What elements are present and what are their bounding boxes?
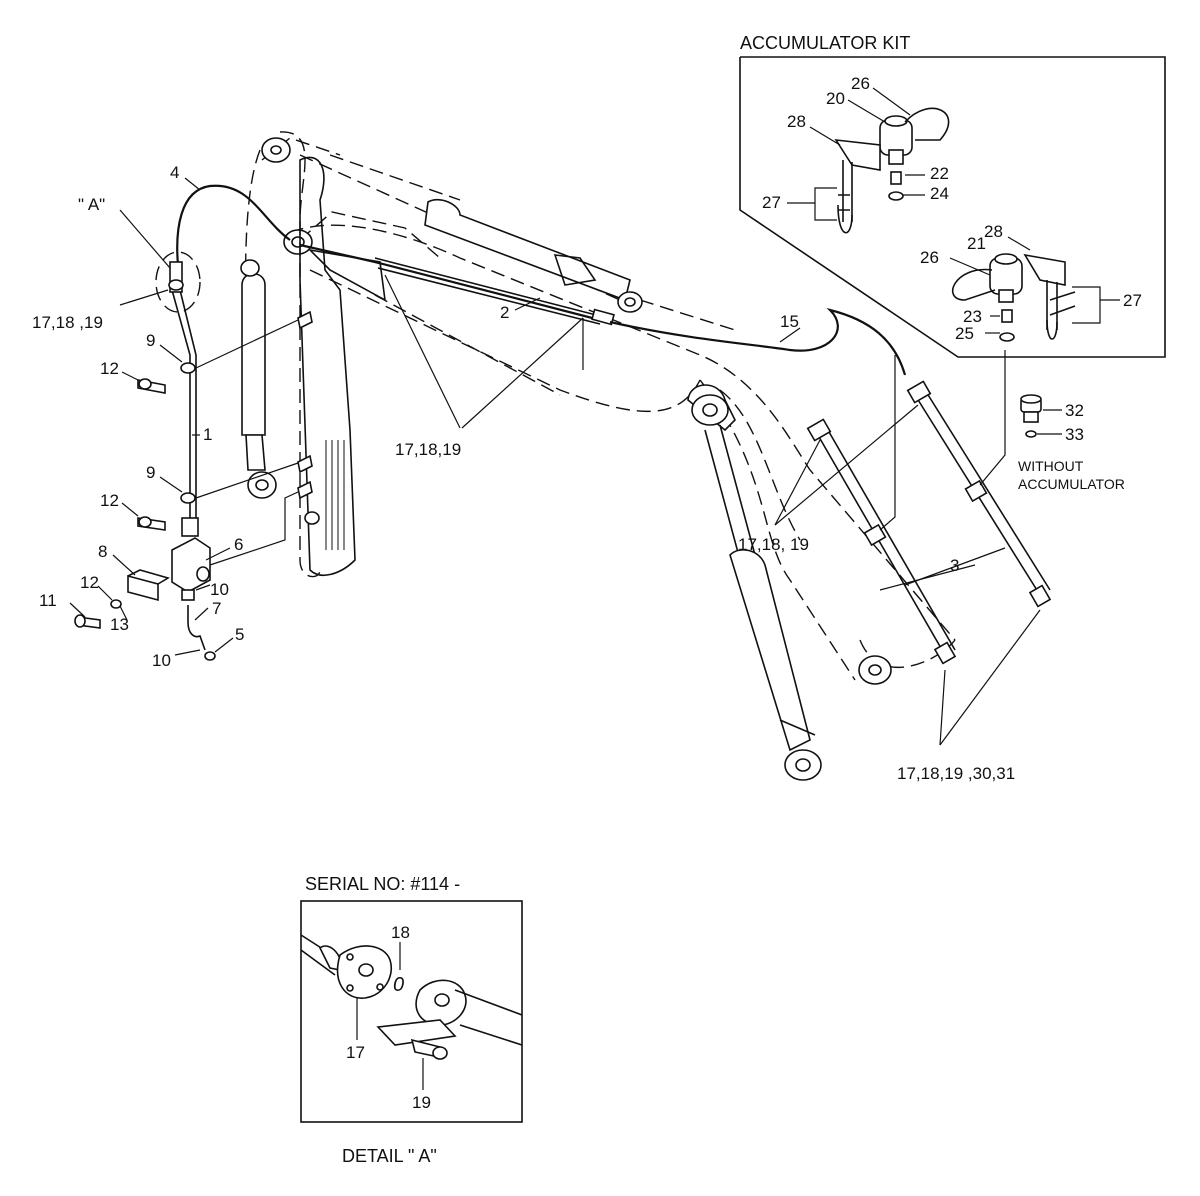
label-17-18-19-30-31: 17,18,19 ,30,31 (897, 764, 1015, 783)
label-17-18-19-left: 17,18 ,19 (32, 313, 103, 332)
accumulator-kit-title: ACCUMULATOR KIT (740, 33, 910, 53)
label-10-top: 10 (210, 580, 229, 599)
label-12-bottom: 12 (80, 573, 99, 592)
detail-serial-number: SERIAL NO: #114 - (305, 874, 460, 894)
label-32: 32 (1065, 401, 1084, 420)
label-detail-a-ref: " A" (78, 195, 105, 214)
label-22: 22 (930, 164, 949, 183)
label-3: 3 (950, 556, 959, 575)
label-6: 6 (234, 535, 243, 554)
kit-labels: 26 20 28 22 24 27 28 21 26 27 23 25 (762, 74, 1142, 343)
bracket-28-top (834, 139, 881, 234)
arm-outline (244, 131, 621, 578)
label-15: 15 (780, 312, 799, 331)
boom-end (858, 655, 892, 685)
detail-a-frame (300, 900, 523, 1123)
detail-label-18: 18 (391, 923, 410, 942)
label-9-bottom: 9 (146, 463, 155, 482)
detail-a-flange-assembly: 0 18 17 19 (300, 923, 523, 1112)
label-24: 24 (930, 184, 949, 203)
label-5: 5 (235, 625, 244, 644)
label-33: 33 (1065, 425, 1084, 444)
detail-label-19: 19 (412, 1093, 431, 1112)
label-12-top: 12 (100, 359, 119, 378)
main-leader-lines (69, 177, 1041, 746)
accumulator-kit-frame (739, 56, 1166, 358)
label-2: 2 (500, 303, 509, 322)
bracket-8-assembly (74, 569, 170, 629)
label-28-lower: 28 (984, 222, 1003, 241)
boom-foot (283, 229, 386, 302)
label-10-bottom: 10 (152, 651, 171, 670)
plug-32: 32 33 WITHOUT ACCUMULATOR (1018, 394, 1125, 492)
pipe-1-assembly (155, 184, 291, 661)
label-13: 13 (110, 615, 129, 634)
pipe-3 (806, 350, 1052, 665)
o-ring-18-symbol: 0 (393, 974, 404, 996)
clamps-and-bolts (137, 310, 313, 566)
without-accumulator-line2: ACCUMULATOR (1018, 476, 1125, 492)
kit-leader-lines (787, 87, 1120, 334)
label-26-top: 26 (851, 74, 870, 93)
detail-label-17: 17 (346, 1043, 365, 1062)
boom-cylinder (687, 384, 822, 781)
label-27-top: 27 (762, 193, 781, 212)
label-17-18-19-right: 17,18, 19 (738, 535, 809, 554)
label-20: 20 (826, 89, 845, 108)
label-7: 7 (212, 599, 221, 618)
label-23: 23 (963, 307, 982, 326)
label-17-18-19-center: 17,18,19 (395, 440, 461, 459)
arm-cylinder (424, 198, 643, 313)
accumulator-20 (879, 107, 950, 201)
label-11: 11 (39, 591, 57, 610)
label-28-top: 28 (787, 112, 806, 131)
label-27-lower: 27 (1123, 291, 1142, 310)
accumulator-kit-panel: ACCUMULATOR KIT (739, 33, 1166, 358)
label-4: 4 (170, 163, 179, 182)
main-labels: " A" 4 17,18 ,19 9 12 1 9 12 6 8 12 10 1… (32, 163, 1015, 783)
bucket-cylinder (240, 259, 277, 499)
hose-15 (609, 307, 907, 376)
pipe-2 (299, 243, 615, 326)
accumulator-21 (951, 253, 1023, 342)
bracket-28-lower (1023, 253, 1076, 340)
detail-a-panel: SERIAL NO: #114 - DETAIL " A" (300, 874, 523, 1166)
without-accumulator-line1: WITHOUT (1018, 458, 1084, 474)
label-21: 21 (967, 234, 986, 253)
detail-a-caption: DETAIL " A" (342, 1146, 437, 1166)
label-8: 8 (98, 542, 107, 561)
label-9-top: 9 (146, 331, 155, 350)
label-1: 1 (203, 425, 212, 444)
label-25: 25 (955, 324, 974, 343)
label-12-middle: 12 (100, 491, 119, 510)
label-26-lower: 26 (920, 248, 939, 267)
arm-body (261, 137, 356, 576)
